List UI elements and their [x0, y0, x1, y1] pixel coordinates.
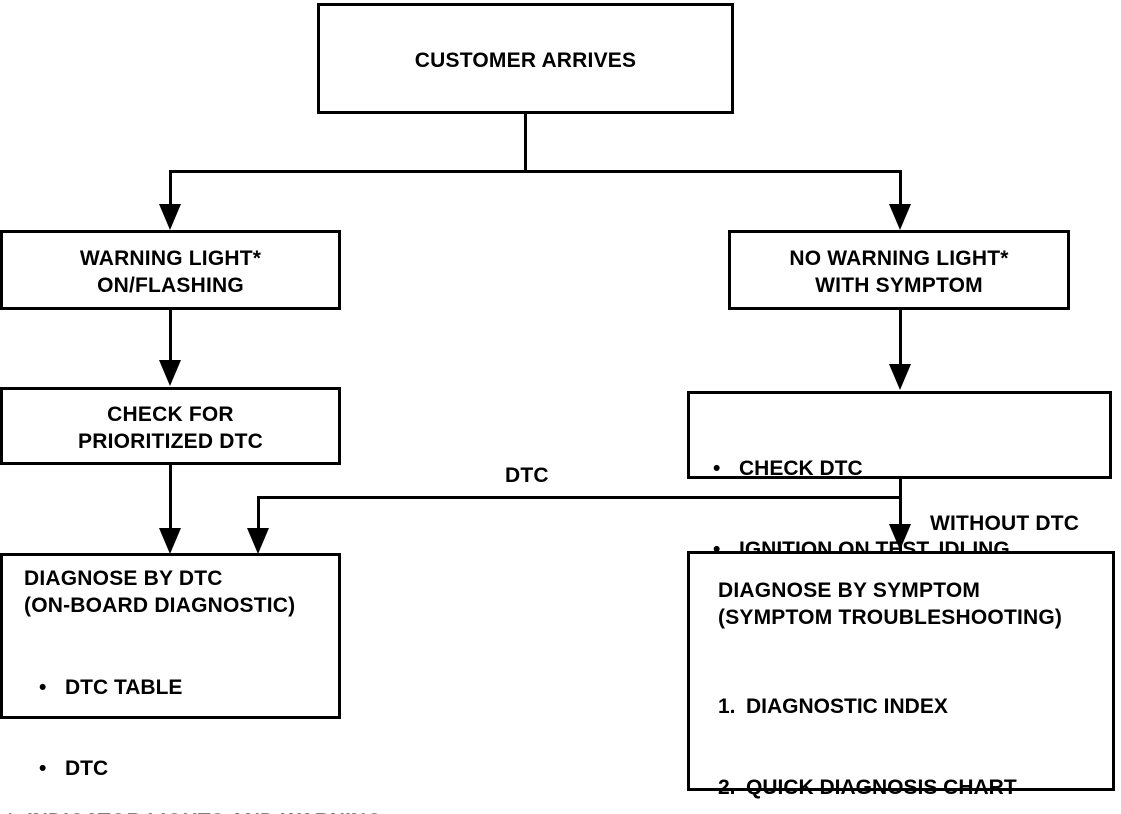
connector-customer-arrives-down [524, 114, 527, 172]
list-item-label: QUICK DIAGNOSIS CHART [746, 776, 1017, 799]
node-no-warning-light: NO WARNING LIGHT* WITH SYMPTOM [728, 230, 1070, 310]
edge-label-without-dtc: WITHOUT DTC [930, 512, 1080, 535]
list-item: 2. QUICK DIAGNOSIS CHART [718, 774, 1017, 801]
node-customer-arrives-label: CUSTOMER ARRIVES [414, 49, 637, 72]
node-warning-light: WARNING LIGHT* ON/FLASHING [0, 230, 341, 310]
connector-no-warning-light-down [899, 310, 902, 366]
node-warning-light-line1: WARNING LIGHT* [79, 247, 262, 270]
node-check-prioritized-dtc-line1: CHECK FOR [107, 403, 234, 426]
arrowhead-to-check-dtc-tests [889, 364, 911, 390]
list-item: • DTC TABLE [39, 674, 279, 701]
list-item-label: DTC TABLE [65, 676, 183, 699]
bullet-icon: • [39, 757, 47, 780]
list-item: • DTC [39, 755, 279, 782]
node-warning-light-line2: ON/FLASHING [97, 274, 244, 297]
node-diagnose-by-dtc-list: • DTC TABLE • DTC TROUBLESHOOTING FLOW [39, 620, 279, 814]
list-item-number: 2. [718, 776, 736, 799]
connector-split-right-down [899, 170, 902, 210]
arrowhead-to-diagnose-by-symptom [889, 524, 911, 550]
connector-split-horizontal [169, 170, 902, 173]
node-check-dtc-tests: • CHECK DTC • IGNITION ON TEST, IDLING T… [687, 391, 1112, 642]
list-item: 1. DIAGNOSTIC INDEX [718, 693, 1017, 720]
node-customer-arrives: CUSTOMER ARRIVES [317, 3, 734, 114]
list-item-label: CHECK DTC [739, 457, 863, 480]
node-check-prioritized-dtc: CHECK FOR PRIORITIZED DTC [0, 387, 341, 465]
list-item: • CHECK DTC [713, 455, 1010, 482]
node-diagnose-by-dtc-heading1: DIAGNOSE BY DTC [24, 567, 223, 590]
node-no-warning-light-line1: NO WARNING LIGHT* [789, 247, 1009, 270]
node-diagnose-by-symptom-heading1: DIAGNOSE BY SYMPTOM [718, 579, 981, 602]
connector-split-left-down [169, 170, 172, 210]
arrowhead-to-no-warning-light [889, 204, 911, 230]
edge-label-dtc: DTC [505, 464, 549, 487]
node-diagnose-by-dtc-heading2: (ON-BOARD DIAGNOSTIC) [24, 594, 296, 617]
bullet-icon: • [39, 676, 47, 699]
bullet-icon: • [713, 457, 721, 480]
connector-check-dtc-tests-down [899, 479, 902, 552]
node-diagnose-by-symptom-heading2: (SYMPTOM TROUBLESHOOTING) [718, 606, 1063, 629]
list-item-label: DTC [65, 757, 109, 780]
node-diagnose-by-symptom-list: 1. DIAGNOSTIC INDEX 2. QUICK DIAGNOSIS C… [718, 639, 1017, 814]
node-diagnose-by-dtc: DIAGNOSE BY DTC (ON-BOARD DIAGNOSTIC) • … [0, 553, 341, 780]
list-item-number: 1. [718, 695, 736, 718]
arrowhead-to-check-prioritized-dtc [159, 360, 181, 386]
footnote: *: INDICATOR LIGHTS AND WARNING LIGHTS T… [6, 752, 432, 814]
list-item-label: DIAGNOSTIC INDEX [746, 695, 948, 718]
footnote-line1: *: INDICATOR LIGHTS AND WARNING [6, 808, 432, 814]
node-diagnose-by-symptom: DIAGNOSE BY SYMPTOM (SYMPTOM TROUBLESHOO… [687, 551, 1115, 799]
arrowhead-to-diagnose-by-dtc-right [247, 528, 269, 554]
connector-dtc-branch-horizontal [257, 496, 902, 499]
node-no-warning-light-line2: WITH SYMPTOM [815, 274, 983, 297]
arrowhead-to-diagnose-by-dtc-left [159, 528, 181, 554]
node-check-prioritized-dtc-line2: PRIORITIZED DTC [78, 430, 263, 453]
arrowhead-to-warning-light [159, 204, 181, 230]
connector-warning-light-down [169, 310, 172, 362]
bullet-icon: • [713, 538, 721, 561]
connector-dtc-branch-down [257, 496, 260, 530]
connector-check-prioritized-dtc-down [169, 465, 172, 530]
